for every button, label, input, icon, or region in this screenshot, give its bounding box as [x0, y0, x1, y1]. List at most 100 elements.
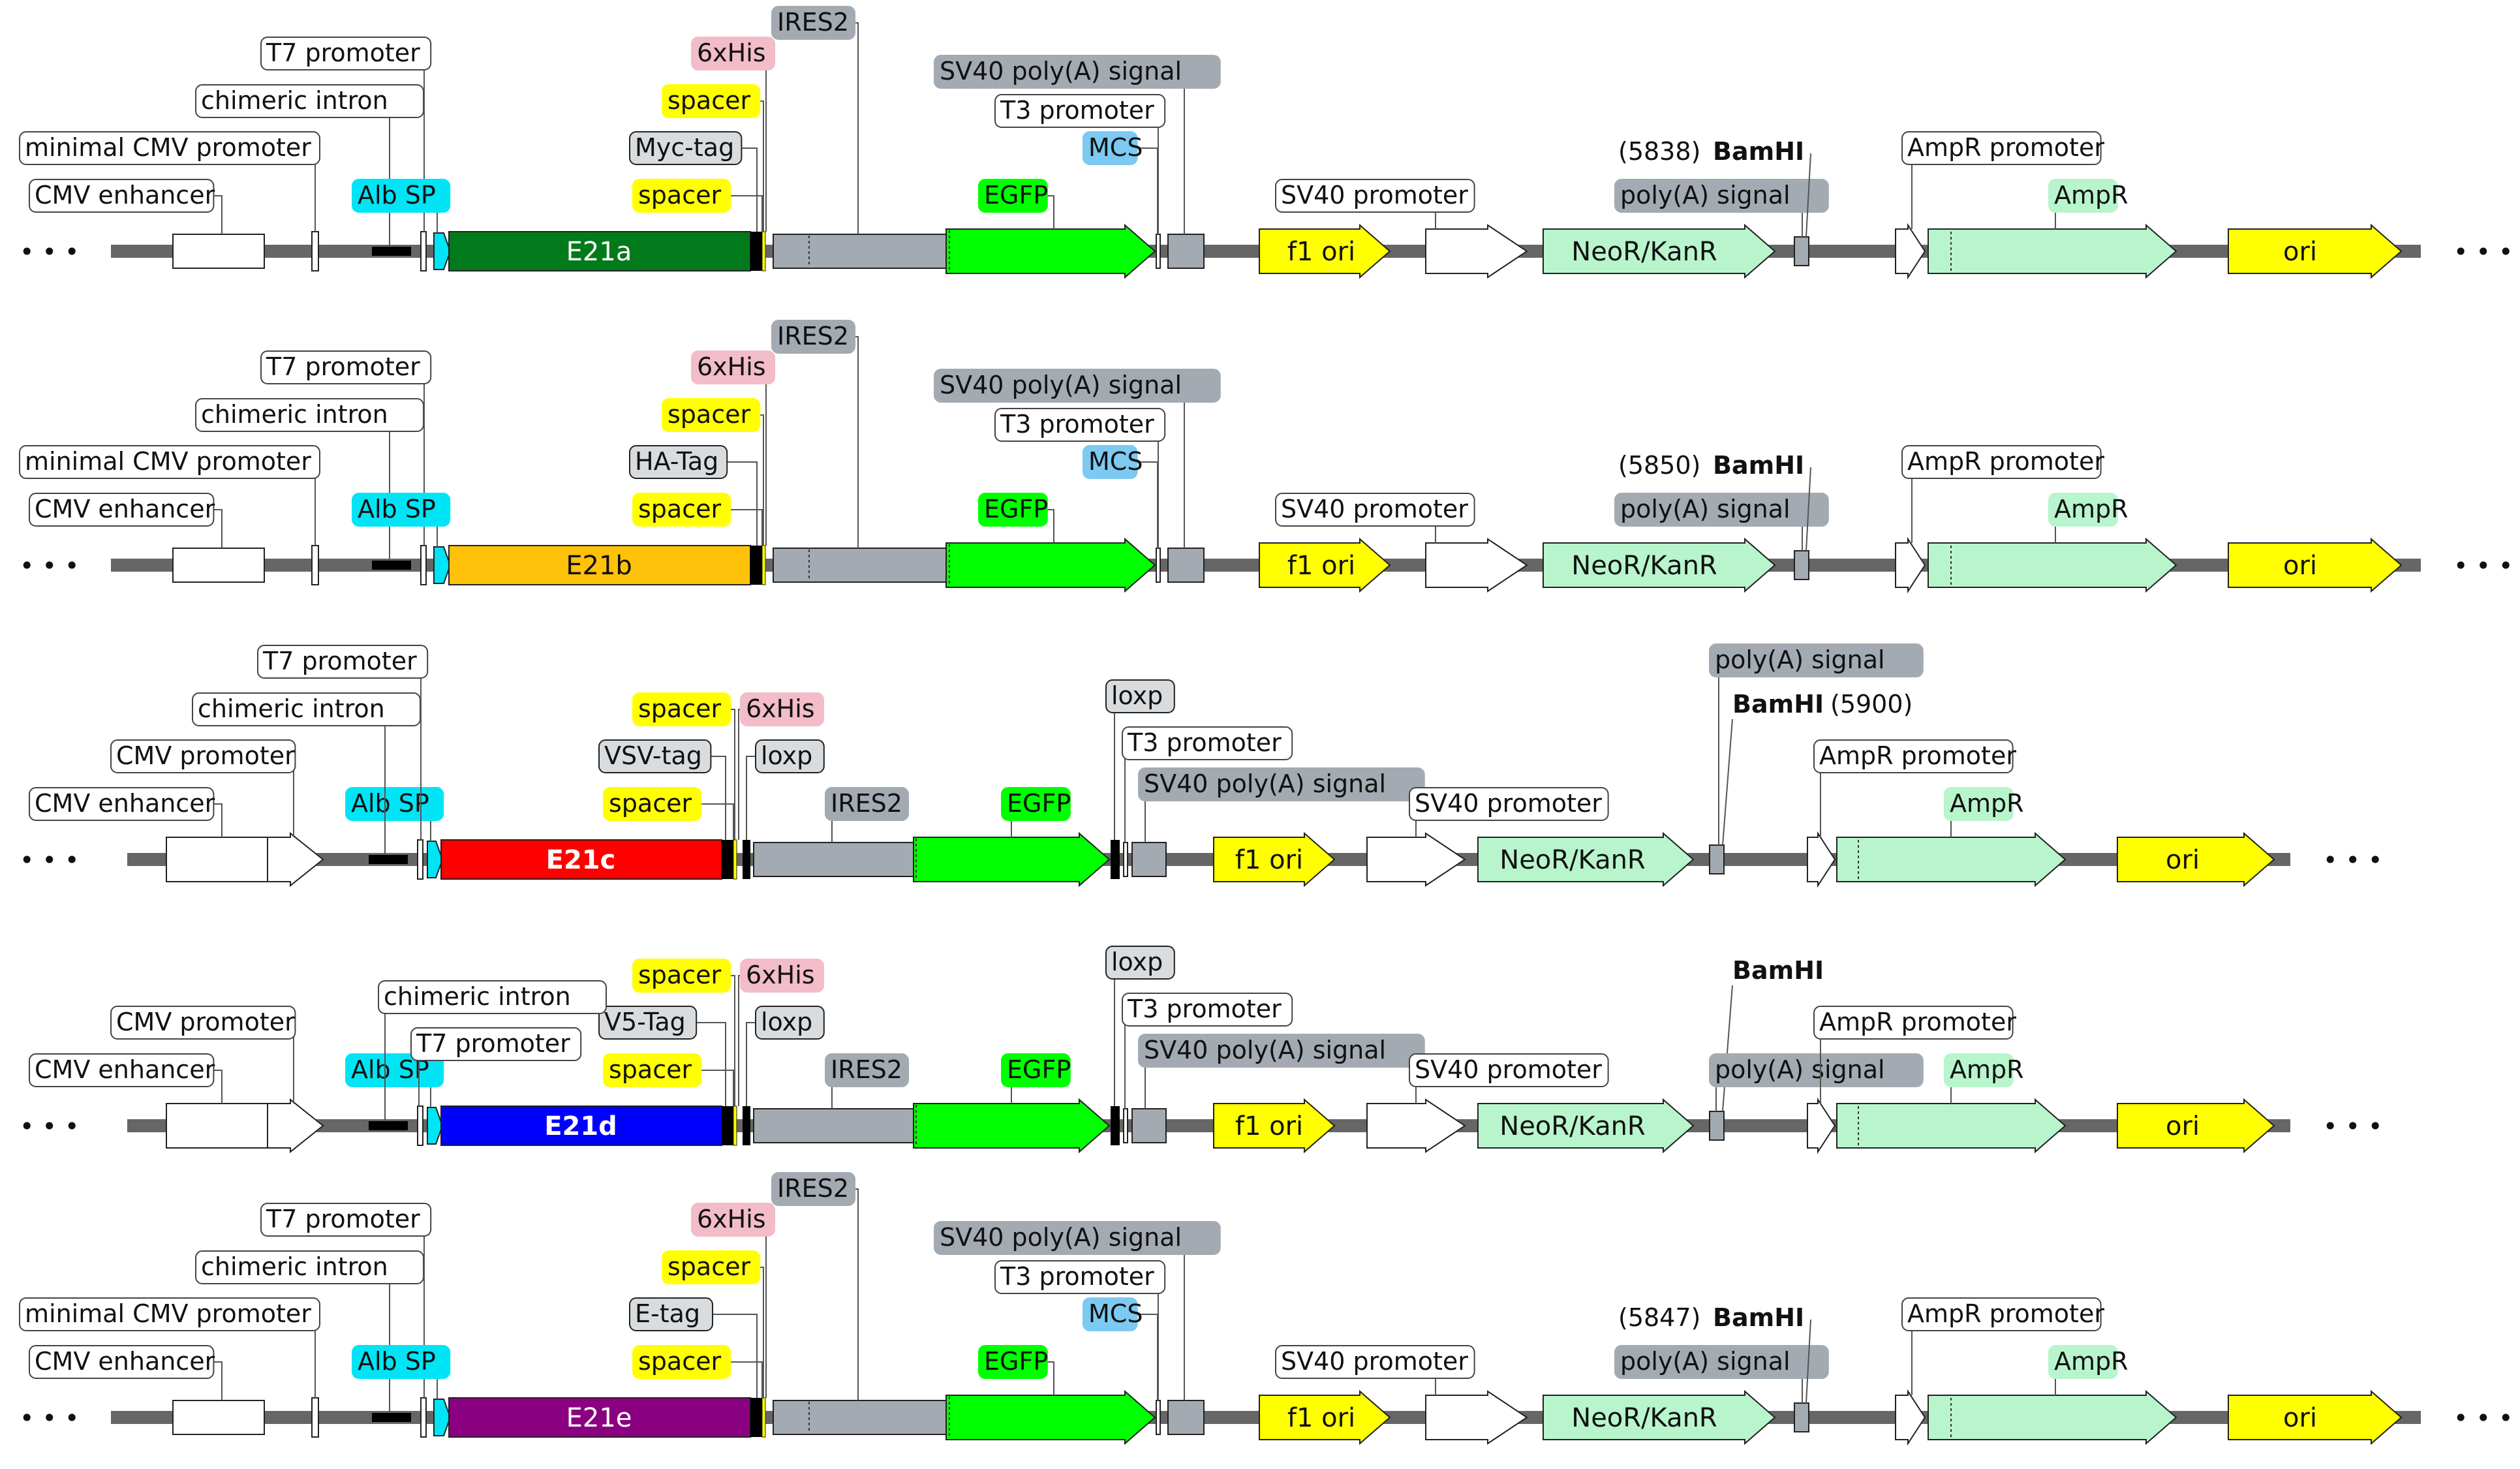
tag-block — [750, 546, 762, 585]
egfp-callout-text: EGFP — [984, 181, 1048, 209]
promoter-callout: minimal CMV promoter — [19, 1297, 320, 1398]
polya-callout-text: poly(A) signal — [1620, 1347, 1790, 1376]
ampr-callout: AmpR — [1944, 787, 2024, 837]
t3-promoter-callout: T3 promoter — [1122, 993, 1293, 1109]
ires2-callout-box — [825, 1053, 909, 1087]
polya-callout: poly(A) signal — [1709, 643, 1924, 845]
mcs-block — [1156, 234, 1161, 269]
tag-callout-text: VSV-tag — [604, 741, 702, 770]
ampr-promoter-callout-text: AmpR promoter — [1907, 1299, 2104, 1328]
ires2-callout: IRES2 — [825, 787, 909, 843]
tag-callout: VSV-tag — [598, 739, 726, 840]
t3-promoter-callout: T3 promoter — [994, 408, 1166, 548]
f1-ori-label: f1 ori — [1235, 845, 1303, 875]
insert-label: E21b — [566, 551, 632, 581]
chimeric-intron-callout-text: chimeric intron — [201, 86, 388, 115]
spacer-callout-1: spacer — [632, 493, 763, 546]
chimeric-intron-callout-text: chimeric intron — [198, 694, 385, 723]
ellipsis-right: • • • — [2323, 846, 2382, 874]
spacer-callout-1: spacer — [603, 1053, 734, 1106]
sv40-polya-callout-text: SV40 poly(A) signal — [940, 1223, 1182, 1252]
spacer-callout-2-box — [632, 959, 731, 993]
tag-callout-text: Myc-tag — [635, 133, 734, 162]
cmv-enhancer-callout: CMV enhancer — [29, 787, 223, 837]
t3-promoter-callout-leader — [1158, 1276, 1161, 1400]
ires2-callout-text: IRES2 — [831, 1055, 902, 1084]
spacer-callout-1-leader — [726, 195, 763, 232]
ori-arrow — [2117, 1098, 2275, 1154]
ires2-callout-text: IRES2 — [777, 322, 849, 350]
spacer-callout-1-text: spacer — [638, 495, 721, 523]
ampr-arrow — [1836, 1098, 2067, 1154]
spacer-callout-2: spacer — [662, 1250, 764, 1398]
ires2-block — [773, 548, 947, 583]
t3-promoter-callout: T3 promoter — [1122, 726, 1293, 843]
egfp-callout: EGFP — [1001, 787, 1071, 837]
polya-callout-text: poly(A) signal — [1715, 1055, 1885, 1084]
ampr-promoter-callout-text: AmpR promoter — [1907, 447, 2104, 476]
egfp-callout-box — [978, 493, 1048, 527]
cmv-enhancer-callout-text: CMV enhancer — [35, 1055, 215, 1084]
his-callout-box — [691, 37, 775, 70]
alb-sp-block — [433, 232, 452, 270]
ires2-callout-box — [771, 320, 855, 354]
sv40-polya-callout: SV40 poly(A) signal — [934, 55, 1221, 234]
t7-promoter-callout: T7 promoter — [260, 37, 432, 232]
polya-callout-text: poly(A) signal — [1715, 645, 1885, 674]
sv40-polya-callout-text: SV40 poly(A) signal — [1144, 1036, 1386, 1064]
cmv-enhancer-callout-text: CMV enhancer — [35, 181, 215, 209]
alb-sp-block — [433, 1399, 452, 1436]
ellipsis-right: • • • — [2453, 1404, 2513, 1432]
bamhi-leader — [1805, 467, 1811, 551]
ori-arrow — [2228, 537, 2403, 593]
mcs-callout-text: MCS — [1088, 1299, 1143, 1328]
bamhi-label: BamHI — [1713, 451, 1804, 480]
cmv-enhancer-callout-box — [29, 1053, 215, 1087]
tag-block — [722, 1106, 733, 1145]
loxp-block — [743, 840, 750, 879]
egfp-callout-text: EGFP — [1007, 1055, 1071, 1084]
spacer-callout-2-text: spacer — [638, 961, 721, 989]
egfp-callout: EGFP — [978, 493, 1054, 543]
t7-promoter-callout-box — [410, 1027, 582, 1061]
alb-sp-callout-box — [352, 1345, 451, 1379]
promoter-callout: minimal CMV promoter — [19, 445, 320, 546]
promoter-callout: CMV promoter — [110, 739, 296, 837]
promoter-callout-box — [110, 1006, 296, 1040]
mcs-callout-text: MCS — [1088, 447, 1143, 476]
egfp-arrow — [945, 223, 1156, 279]
tag-callout-box — [629, 445, 728, 479]
t3-promoter-callout-box — [1122, 726, 1293, 760]
ires2-callout: IRES2 — [771, 6, 859, 234]
loxp-callout-text: loxp — [761, 1008, 812, 1036]
ampr-callout-box — [1944, 1053, 2014, 1087]
ampr-promoter-callout: AmpR promoter — [1901, 131, 2104, 229]
polya-block — [1794, 236, 1809, 266]
t3-block — [1123, 842, 1128, 877]
loxp-callout-box — [755, 1006, 825, 1040]
cmv-enhancer-callout: CMV enhancer — [29, 1345, 223, 1400]
mcs-block — [1156, 548, 1161, 583]
cmv-enhancer-callout-text: CMV enhancer — [35, 1347, 215, 1376]
ampr-promoter-callout-box — [1813, 1006, 2014, 1040]
ampr-promoter-arrow — [1807, 831, 1836, 888]
egfp-arrow — [913, 831, 1111, 888]
sv40-promoter-callout: SV40 promoter — [1409, 1053, 1609, 1104]
neo-kanr-label: NeoR/KanR — [1499, 1111, 1645, 1141]
t7-promoter-callout-box — [260, 1203, 432, 1237]
spacer-callout-2-text: spacer — [668, 86, 750, 115]
egfp-callout-box — [978, 179, 1048, 213]
f1-ori-label: f1 ori — [1287, 237, 1355, 267]
spacer-callout-1-leader — [697, 1070, 734, 1106]
sv40-polya-callout-box — [934, 55, 1221, 89]
spacer-block — [761, 545, 766, 585]
t7-promoter-callout-box — [260, 37, 432, 70]
his-callout-box — [691, 350, 775, 384]
sv40-polya-block — [1167, 234, 1205, 269]
egfp-callout: EGFP — [978, 1345, 1054, 1395]
ires2-callout-leader — [851, 1188, 859, 1400]
his-callout-text: 6xHis — [697, 352, 766, 381]
cmv-enhancer-arrow — [166, 831, 324, 888]
